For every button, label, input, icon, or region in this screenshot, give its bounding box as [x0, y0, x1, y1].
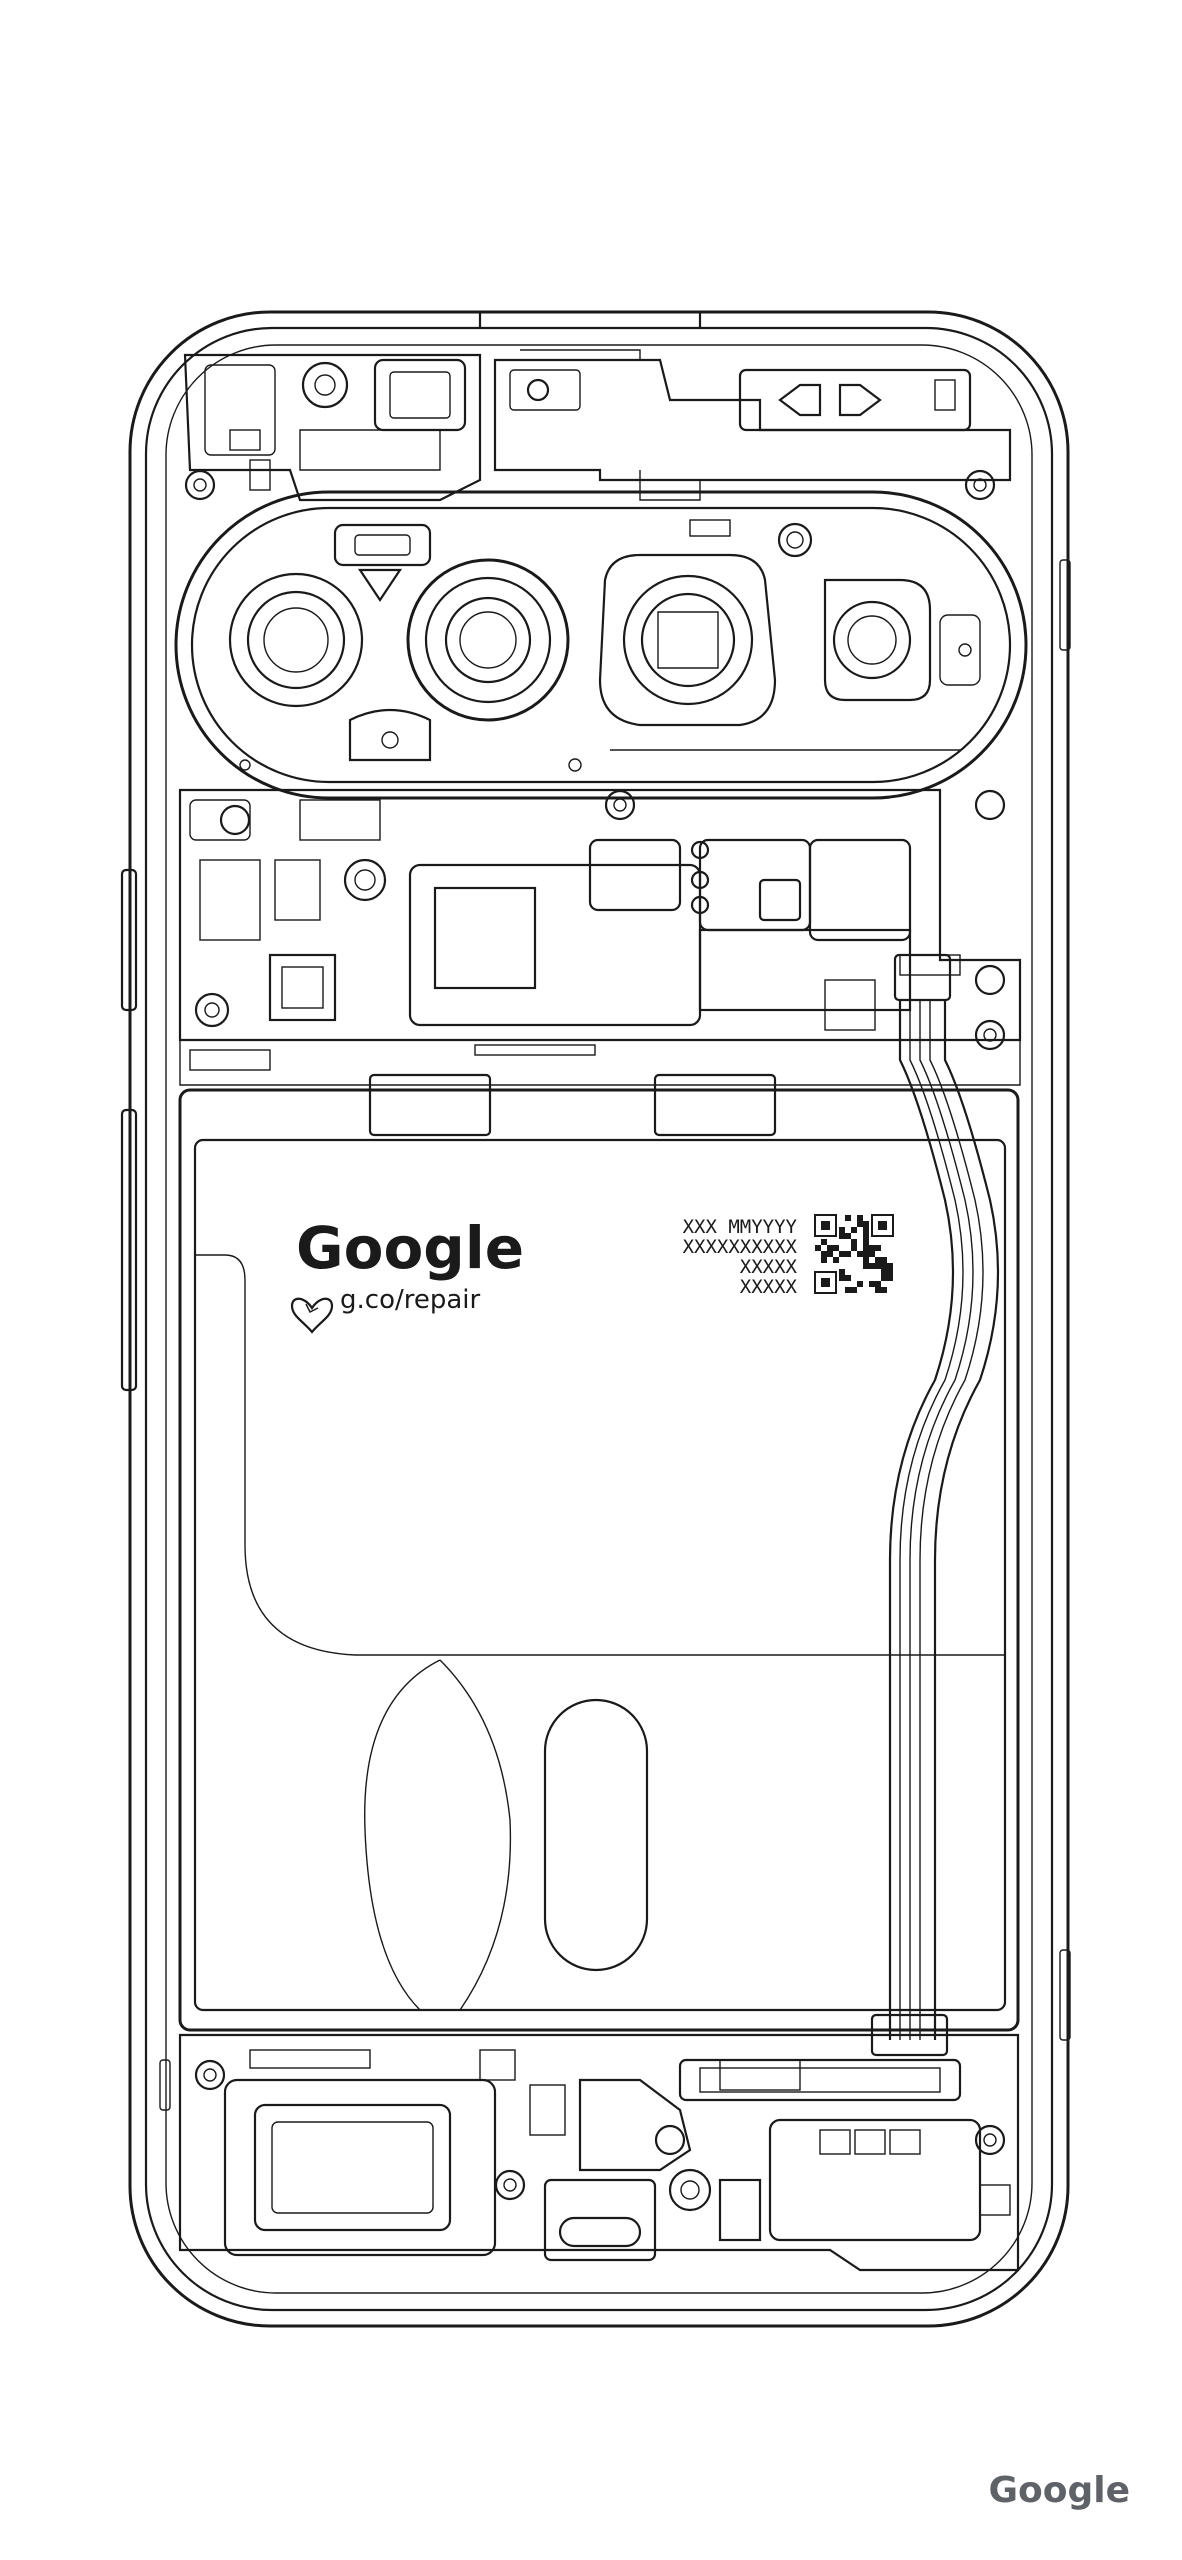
flex-ribbon-cable	[870, 953, 1000, 2057]
camera-sensor-small	[823, 578, 932, 702]
label-code-line-2: XXXXXXXXXX	[683, 1236, 798, 1258]
camera-bar	[174, 490, 1028, 800]
top-board	[183, 349, 1012, 502]
usb-c-port	[543, 2178, 657, 2262]
battery	[178, 1088, 1020, 2032]
volume-button	[120, 868, 138, 1012]
qr-code-icon	[814, 1214, 894, 1294]
label-code-line-1: XXX MMYYYY	[683, 1216, 798, 1238]
battery-label: Google g.co/repair XXX MMYYYY XXXXXXXXXX…	[290, 1214, 894, 1334]
battery-brand-logo: Google	[296, 1214, 524, 1282]
heart-outline-icon	[290, 1297, 334, 1334]
camera-lens-telephoto	[598, 553, 777, 727]
repair-link-text: g.co/repair	[340, 1285, 481, 1315]
label-code-line-3: XXXXX	[740, 1256, 798, 1278]
bottom-board	[178, 2033, 1020, 2272]
main-logic-board	[178, 788, 1022, 1137]
camera-lens-ultrawide	[228, 572, 364, 708]
camera-lens-main	[406, 558, 570, 722]
speaker-module	[223, 2078, 497, 2257]
power-button	[120, 1108, 138, 1392]
label-code-line-4: XXXXX	[740, 1276, 798, 1298]
corner-google-logo: Google	[988, 2470, 1130, 2511]
phone-frame	[120, 310, 1071, 2328]
